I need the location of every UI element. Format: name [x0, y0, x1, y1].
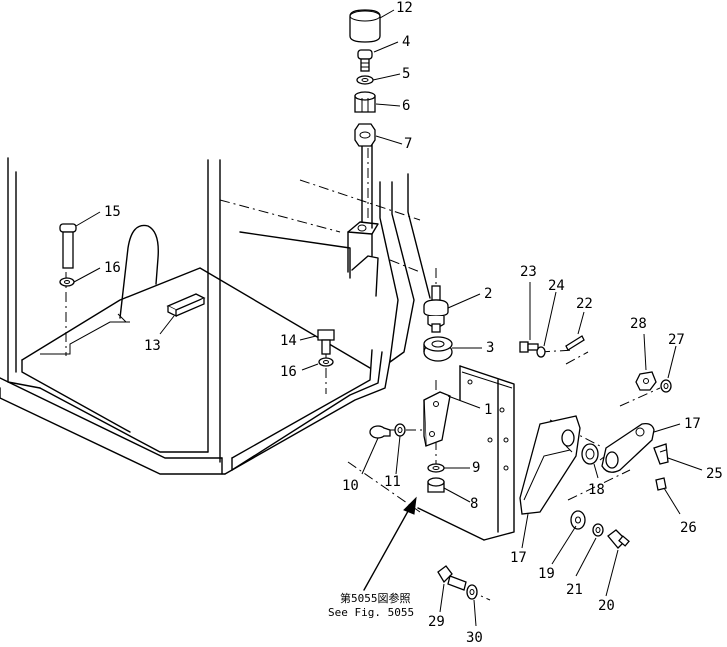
- part-lever-18: [601, 422, 655, 473]
- callout-16b: 16: [280, 364, 297, 380]
- part-nut-8: [427, 477, 445, 493]
- callout-16a: 16: [104, 260, 121, 276]
- callout-11: 11: [384, 474, 401, 490]
- reference-note-en: See Fig. 5055: [328, 606, 414, 619]
- callout-labels: 12 4 5 6 7 2 3 1 9 8 10 11 15 16 13 14 1…: [104, 0, 723, 646]
- part-nut-6: [354, 91, 376, 113]
- callout-26: 25: [706, 466, 723, 482]
- callout-7: 7: [404, 136, 412, 152]
- callout-27: 26: [680, 520, 697, 536]
- reference-arrow: [363, 496, 417, 591]
- callout-25: 24: [548, 278, 565, 294]
- cab-frame: [0, 131, 431, 475]
- callout-13: 13: [144, 338, 161, 354]
- callout-21: 20: [598, 598, 615, 614]
- part-bracket-1: [423, 391, 451, 447]
- bracket-plate: [417, 365, 515, 541]
- callout-6: 6: [402, 98, 410, 114]
- callout-22: 21: [566, 582, 583, 598]
- callout-4: 4: [402, 34, 410, 50]
- callout-9: 9: [472, 460, 480, 476]
- part-washer-11: [394, 423, 406, 437]
- part-bolt-30: [437, 565, 467, 591]
- callout-19: 18: [588, 482, 605, 498]
- part-washer-5: [356, 75, 374, 85]
- callout-20: 19: [538, 566, 555, 582]
- part-bolt-24: [519, 341, 539, 353]
- callout-15: 15: [104, 204, 121, 220]
- callout-23: 22: [576, 296, 593, 312]
- callout-1: 1: [484, 402, 492, 418]
- part-bolt-21: [607, 529, 630, 549]
- callout-3: 3: [486, 340, 494, 356]
- callout-24: 23: [520, 264, 537, 280]
- callout-10: 10: [342, 478, 359, 494]
- callout-17: 17: [510, 550, 527, 566]
- part-nut-7: [354, 123, 376, 147]
- part-collar-19: [581, 443, 599, 465]
- callout-2: 2: [484, 286, 492, 302]
- leader-lines: [73, 9, 703, 627]
- part-bolt-15: [59, 223, 77, 269]
- reference-note-jp: 第5055図参照: [340, 591, 411, 605]
- callout-5: 5: [402, 66, 410, 82]
- part-washer-16b: [318, 357, 334, 367]
- callout-14: 14: [280, 333, 297, 349]
- part-bolt-10: [369, 425, 391, 439]
- callout-31: 30: [466, 630, 483, 646]
- part-washer-22: [592, 523, 604, 537]
- part-pin-27: [655, 477, 667, 491]
- part-washer-16a: [59, 277, 75, 287]
- part-mount-2: [423, 285, 449, 333]
- part-washer-28: [660, 379, 672, 393]
- part-washer-20: [570, 510, 586, 530]
- part-ring-3: [423, 336, 453, 362]
- part-arm-17: [519, 415, 581, 515]
- part-bolt-4: [357, 49, 373, 72]
- part-pin-23: [565, 335, 585, 351]
- part-washer-31: [466, 584, 478, 600]
- callout-29: 28: [630, 316, 647, 332]
- part-cap-12: [349, 9, 381, 43]
- callout-30: 29: [428, 614, 445, 630]
- part-nut-29: [635, 371, 657, 391]
- part-bolt-14: [317, 329, 335, 355]
- part-clip-26: [653, 443, 669, 465]
- callout-8: 8: [470, 496, 478, 512]
- callout-28: 27: [668, 332, 685, 348]
- assembly-centerlines: [65, 148, 661, 601]
- part-washer-25: [536, 346, 546, 358]
- reference-note: 第5055図参照 See Fig. 5055: [328, 591, 414, 619]
- callout-18: 17: [684, 416, 701, 432]
- part-washer-9: [427, 463, 445, 473]
- callout-12: 12: [396, 0, 413, 16]
